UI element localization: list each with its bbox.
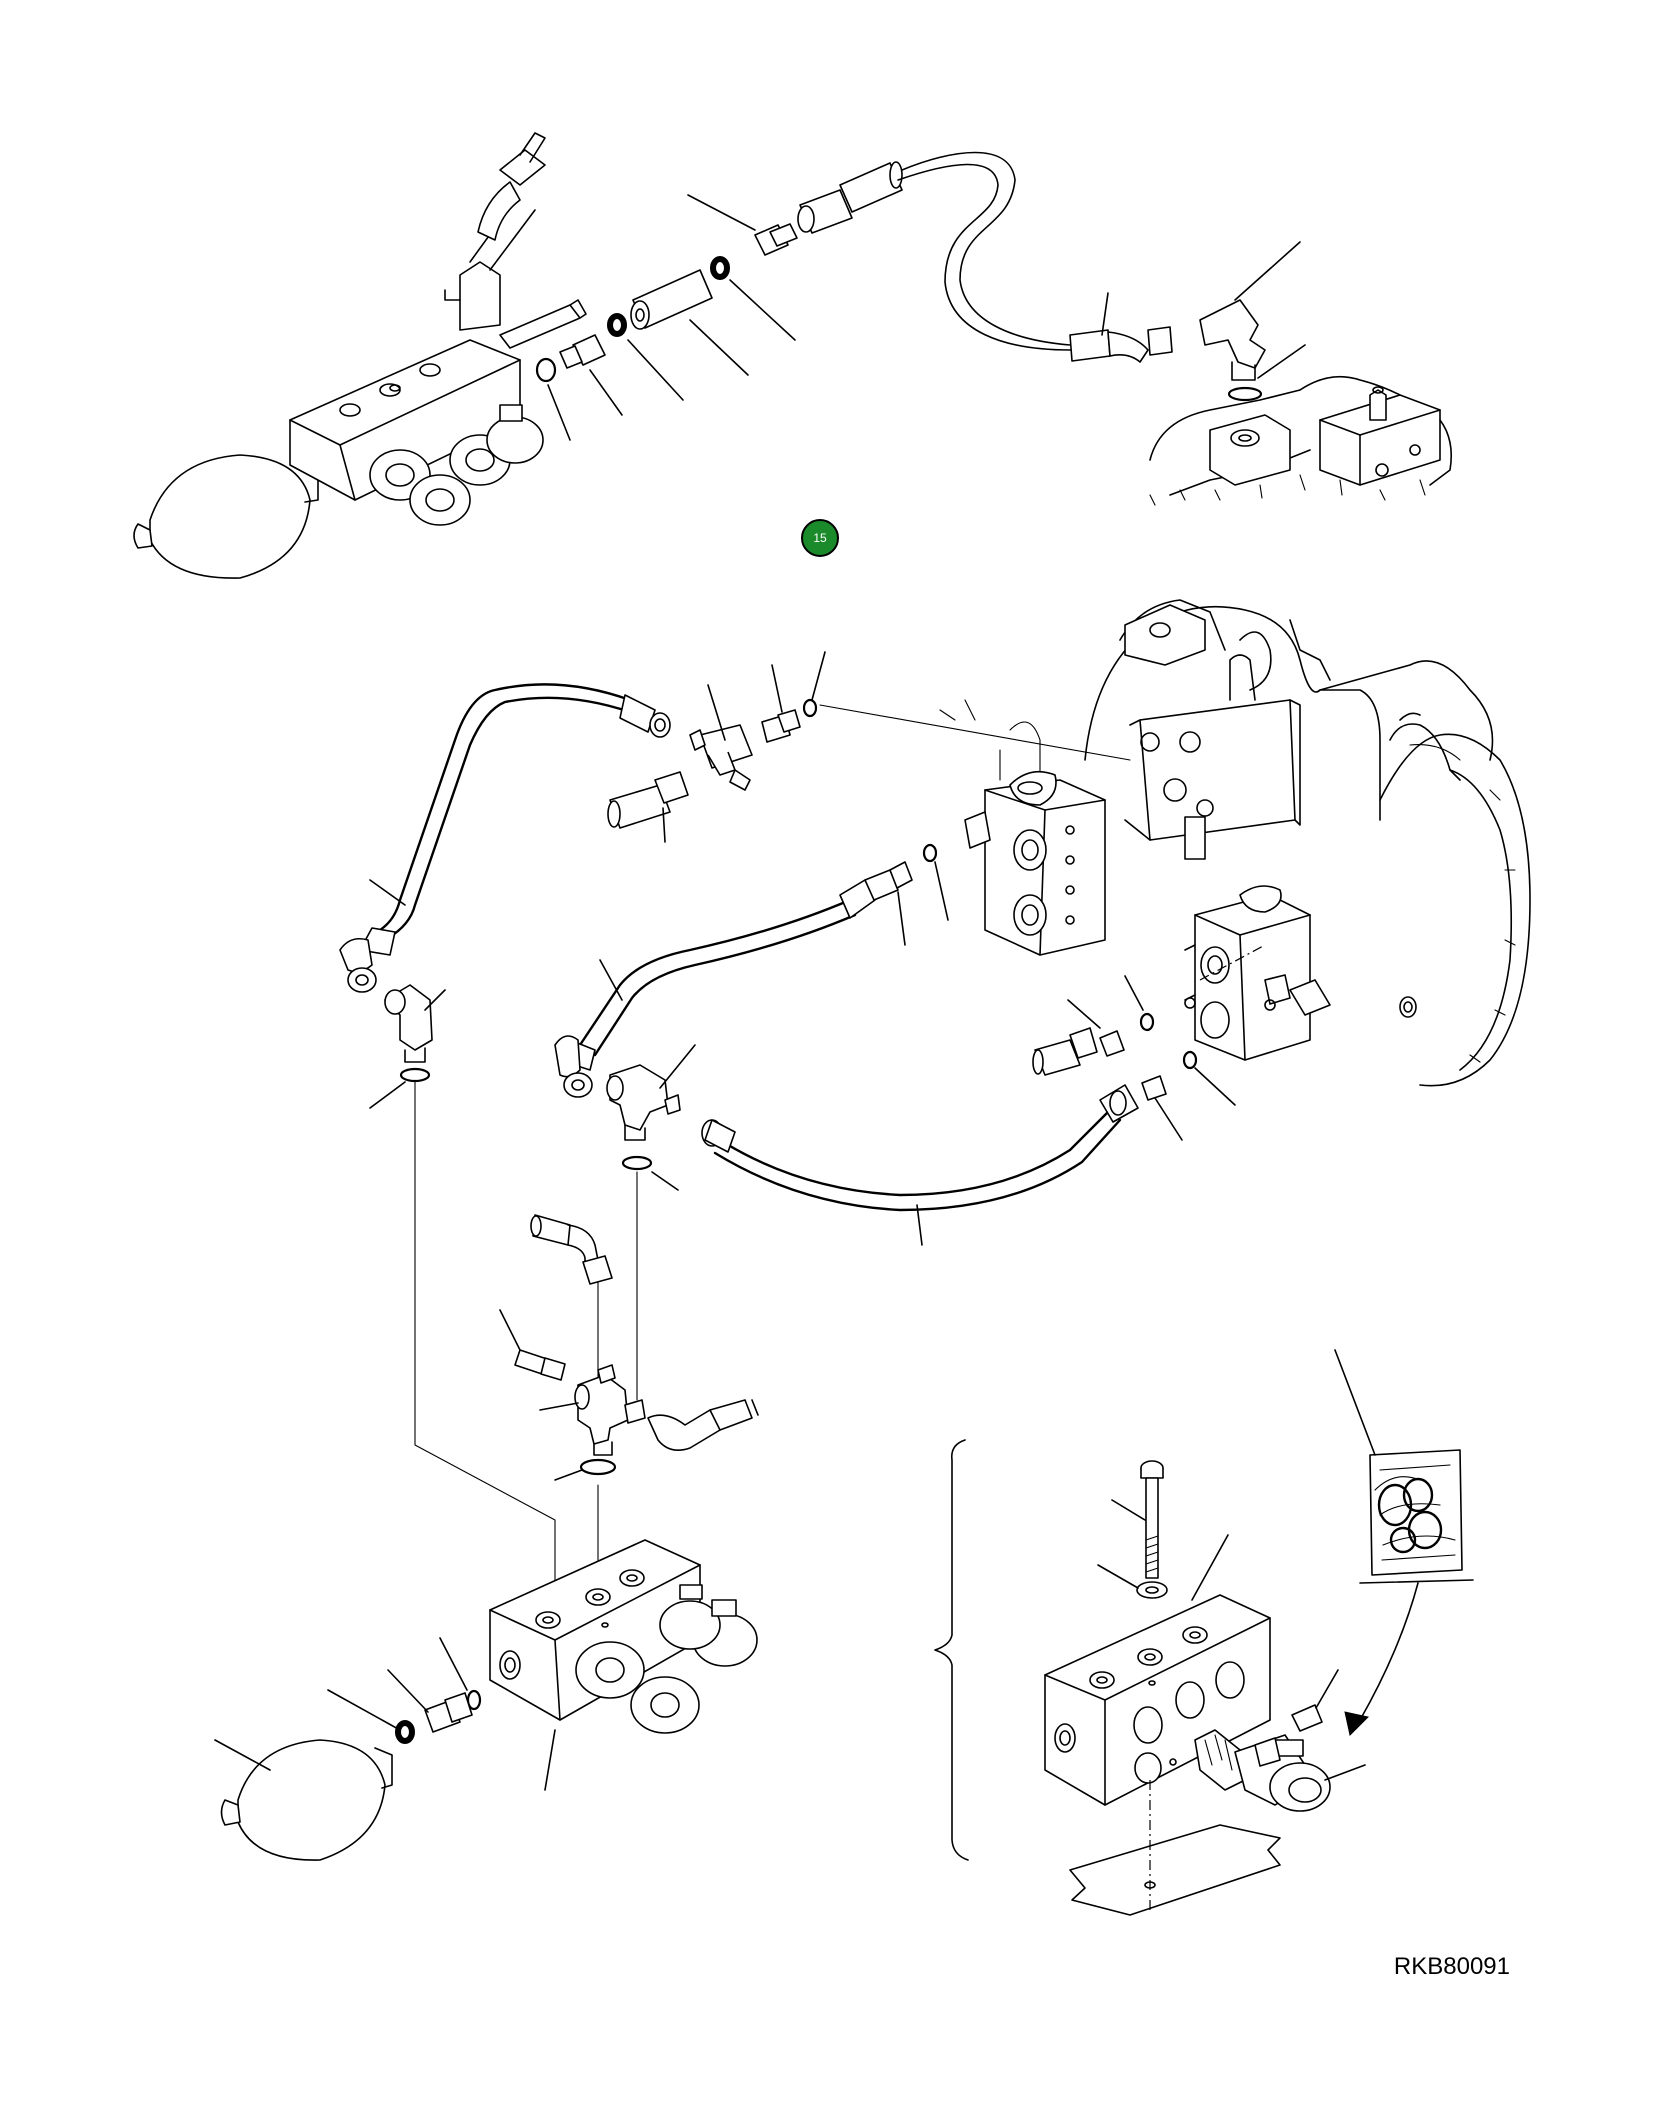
lower-sensor <box>515 1350 565 1380</box>
top-seal-washer-2 <box>713 259 727 277</box>
callout-number: 15 <box>813 531 827 545</box>
top-accumulator <box>134 455 318 578</box>
upper-o-ring <box>804 700 816 716</box>
detail-bolt <box>1141 1461 1163 1578</box>
lower-hose-end-left <box>702 1120 735 1152</box>
lower-seal-washer <box>398 1723 412 1741</box>
drawing-reference-code: RKB80091 <box>1394 1953 1510 1980</box>
lower-hose-outer <box>720 1110 1110 1195</box>
top-hose-end-2 <box>1070 327 1172 362</box>
right-o-ring-1 <box>1141 1014 1153 1030</box>
top-adapter-1 <box>560 335 605 368</box>
top-coupling-sleeve <box>631 270 712 329</box>
middle-leader-lines <box>370 652 1235 1245</box>
upper-tee-fitting <box>690 725 752 790</box>
top-valve-assembly <box>134 133 1451 578</box>
left-hose-inner <box>388 698 630 938</box>
lower-solenoids <box>576 1585 757 1733</box>
top-solenoids <box>370 405 543 525</box>
detail-manifold-block <box>1045 1595 1270 1805</box>
top-feed-pipe <box>500 300 586 348</box>
middle-pump-assembly <box>340 600 1530 1245</box>
lower-accumulator <box>222 1740 393 1860</box>
main-pump-housing <box>940 600 1530 1086</box>
lower-adapter <box>425 1693 472 1732</box>
kit-arrow-head <box>1345 1712 1368 1735</box>
middle-hose-outer <box>580 900 850 1045</box>
lower-hose-inner <box>715 1120 1120 1210</box>
lower-right-leader-lines <box>1098 1500 1365 1780</box>
right-o-ring-2 <box>1184 1052 1196 1068</box>
kit-arrow <box>1360 1580 1473 1720</box>
lower-left-leader-lines <box>215 1310 582 1790</box>
o-ring-kit-icon <box>1370 1450 1462 1575</box>
upper-adapter <box>762 710 800 742</box>
middle-hose-inner <box>595 915 855 1055</box>
lower-manifold-block <box>490 1540 700 1720</box>
lower-hose-end-right <box>1100 1085 1138 1122</box>
detail-bracket <box>935 1440 968 1860</box>
detail-small-screw <box>1292 1705 1322 1731</box>
lower-cross-fitting <box>575 1365 645 1455</box>
left-hose-end-bottom <box>340 928 395 992</box>
right-adapter-1 <box>1100 1031 1124 1056</box>
top-hose <box>902 153 1070 346</box>
upper-sensor <box>608 772 688 828</box>
callout-circle <box>802 520 838 556</box>
top-o-ring-1 <box>537 359 555 381</box>
top-elbow-fitting <box>1200 300 1265 380</box>
top-hose-end <box>798 162 902 233</box>
lower-left-assembly <box>215 1082 758 1860</box>
top-sensor-tube <box>445 133 545 330</box>
left-o-ring <box>401 1069 429 1081</box>
upper-alignment-line <box>820 705 1130 760</box>
top-seal-washer-1 <box>610 316 624 334</box>
middle-hose-end-bottom <box>555 1036 595 1097</box>
middle-hose-end-top <box>840 870 898 918</box>
callout-marker[interactable]: 15 <box>802 520 838 556</box>
right-adapter-2 <box>1142 1076 1166 1100</box>
middle-tee-fitting <box>607 1065 680 1140</box>
detail-washer <box>1137 1582 1167 1598</box>
left-elbow-fitting <box>385 985 432 1062</box>
top-o-ring-2 <box>1229 388 1261 400</box>
left-hose-outer <box>380 684 630 930</box>
lower-ref-hose-top <box>531 1215 612 1284</box>
middle-o-ring-1 <box>924 845 936 861</box>
detail-plate <box>1070 1780 1280 1915</box>
middle-adapter-1 <box>890 862 912 888</box>
lower-o-ring-1 <box>581 1460 615 1474</box>
right-sensor <box>1033 1028 1097 1075</box>
kit-callout-line <box>1335 1350 1375 1455</box>
top-manifold-block <box>290 340 520 500</box>
lower-ref-hose-right <box>648 1400 758 1450</box>
left-hose-end-top <box>620 695 670 737</box>
middle-o-ring-2 <box>623 1157 651 1169</box>
lower-right-detail <box>935 1350 1473 1915</box>
top-adapter-2 <box>755 224 797 255</box>
detail-solenoid-cartridge <box>1195 1730 1330 1811</box>
top-pump-housing <box>1150 377 1451 505</box>
top-leader-lines <box>548 195 1305 440</box>
